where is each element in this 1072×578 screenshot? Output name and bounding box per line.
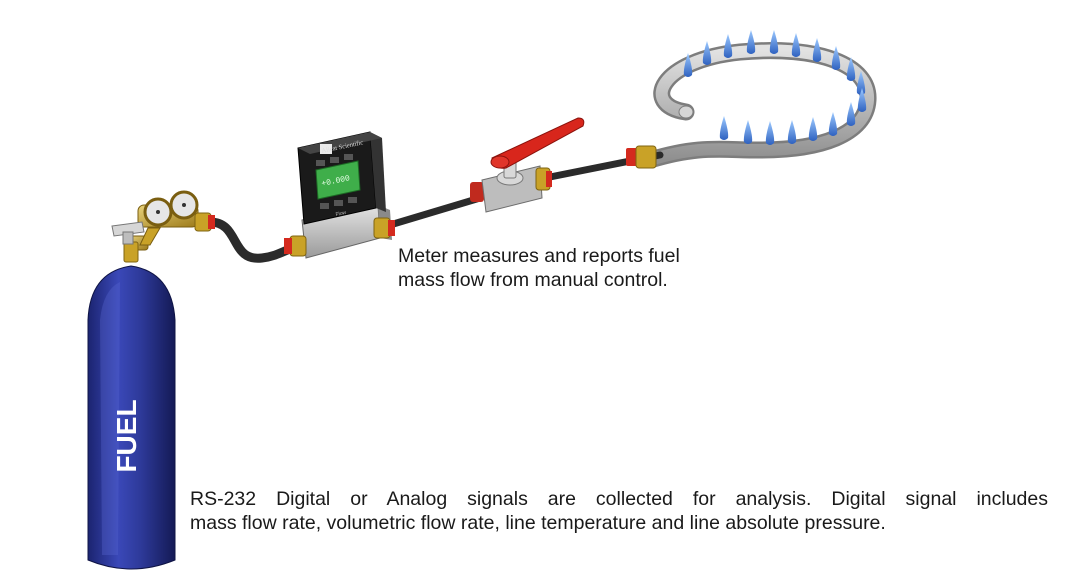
tank-valve [123,241,139,263]
flame-icon [828,112,838,136]
burner-ring [641,42,877,169]
burner-flames [683,30,867,145]
signals-caption-line: mass flow rate, volumetric flow rate, li… [190,512,886,534]
signals-caption-line: RS-232 Digital or Analog signals are col… [190,488,1048,510]
signals-caption: RS-232 Digital or Analog signals are col… [190,487,1048,535]
meter-button [334,200,343,206]
flame-icon [719,116,729,140]
flame-icon [846,57,856,81]
fuel-tank: FUEL [87,221,176,570]
flame-icon [791,33,801,57]
meter-caption-line: Meter measures and reports fuel [398,245,680,267]
meter-button [316,160,325,166]
meter-model-label: Flow [335,210,347,218]
meter-button [348,197,357,203]
flame-icon [846,102,856,126]
tank-valve-knob [111,221,145,237]
ball-valve[interactable] [470,117,585,213]
flame-icon [765,121,775,145]
flame-icon [683,53,693,77]
flame-icon [831,46,841,70]
meter-screen [315,160,361,200]
meter-caption: Meter measures and reports fuel mass flo… [398,244,758,292]
flame-icon [808,117,818,141]
tank-label: FUEL [111,399,142,472]
flame-icon [787,120,797,144]
flame-icon [702,41,712,65]
flame-icon [769,30,779,54]
pressure-regulator [127,190,215,251]
flame-icon [856,71,866,95]
flame-icon [746,30,756,54]
flame-icon [857,88,867,112]
meter-button [320,203,329,209]
valve-fitting-left [470,182,484,202]
meter-caption-line: mass flow from manual control. [398,269,668,291]
mass-flow-meter: Alicat Scientific +0.000 Flow [284,131,395,259]
flame-icon [743,120,753,144]
flame-icon [723,34,733,58]
burner-inlet-fitting [626,145,657,169]
flame-icon [812,38,822,62]
valve-handle[interactable] [490,117,585,169]
meter-button [330,157,339,163]
meter-button [344,154,353,160]
